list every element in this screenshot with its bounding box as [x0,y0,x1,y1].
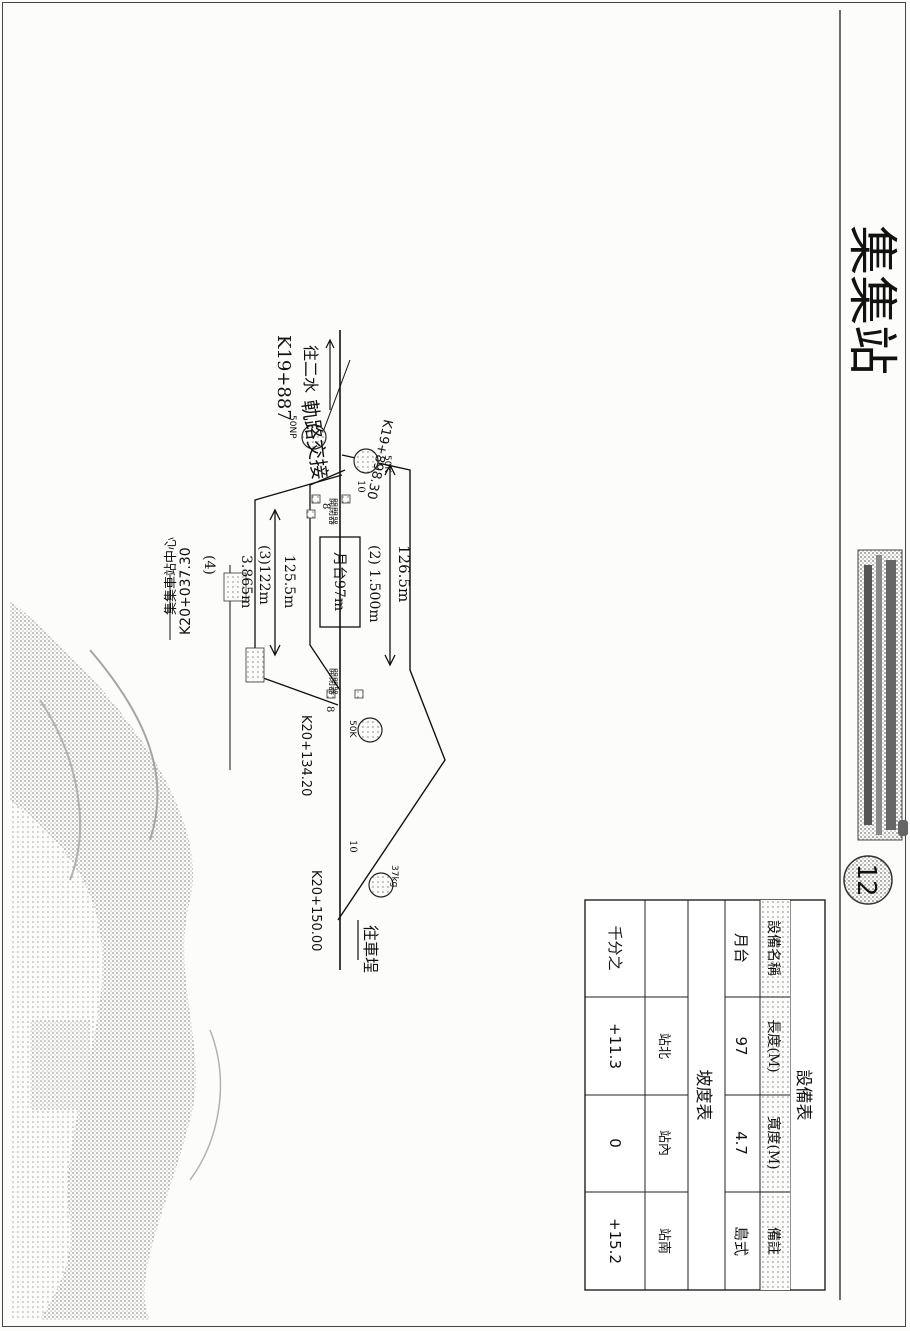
angle-label-4: 10 [347,840,358,853]
track-2 [337,454,446,921]
equip-header-width: 寬度(M) [765,1116,782,1169]
grad-cell-unit: 千分之 [606,925,624,970]
gradient-table-title: 坡度表 [693,1070,713,1121]
track-3-sub: 3.865m [238,555,254,608]
tables: 設備表 設備名稱 長度(M) 寬度(M) 備註 月台 97 4.7 島式 坡度表 [584,899,826,1291]
turnout-37kg [368,872,394,898]
turnout-50np [301,424,327,450]
equipment-boxes [223,494,364,699]
equip-header-length: 長度(M) [765,1019,781,1072]
header: 12 集集站 [839,10,908,1300]
shed-box-station [223,572,247,602]
track-upper-length: 126.5m [395,545,413,602]
platform [319,536,361,628]
grad-header-inside: 站內 [656,1130,671,1156]
grad-header-south: 站南 [656,1228,672,1254]
angle-label-3: 8 [324,706,335,712]
turnout-code-50k-mid: 50K [347,720,357,738]
angle-label-2: 8 [320,503,331,509]
turnout-code-50np: 50NP [287,415,297,439]
shed-label-left: 開閉器 [327,498,338,525]
angle-label-1: 10 [355,480,366,493]
equip-cell-name: 月台 [732,933,750,963]
turnout-markers [301,424,394,898]
turnout-50k-mid [357,717,383,743]
platform-label: 月台97m [331,552,347,611]
track-3-label: (3)122m [256,545,272,605]
dir-right: 往車埕 [361,925,380,973]
handwritten-km: K19+887 [273,335,294,421]
track-lower-length: 125.5m [281,555,297,608]
train-logo-icon [857,549,908,841]
center-km: K20+037.30 [178,547,194,635]
equip-header-note: 備註 [765,1227,781,1255]
equip-cell-width: 4.7 [732,1131,750,1155]
turnout-code-50k-left: 50K [382,455,392,473]
grad-cell-north: +11.3 [606,1023,624,1069]
center-marker: 集集車站中心 [163,537,179,615]
equip-cell-note: 島式 [732,1226,750,1256]
equipment-table-title: 設備表 [793,1070,813,1121]
equip-header-name: 設備名稱 [765,920,781,976]
station-number: 12 [851,863,881,896]
grad-cell-inside: 0 [606,1138,624,1148]
km-right: K20+150.00 [308,870,323,951]
track-3 [309,469,346,691]
station-title: 集集站 [843,225,901,375]
equip-cell-length: 97 [732,1036,750,1055]
grad-cell-south: +15.2 [606,1218,624,1264]
track-4-label: (4) [201,555,217,575]
km-mid: K20+134.20 [298,715,313,796]
shed-box-right [245,647,265,683]
dir-left: 往二水 [301,345,320,393]
turnout-code-37kg: 37kg [389,865,399,887]
track-2-label: (2) 1.500m [366,545,382,623]
track-4 [254,474,343,706]
shed-label-right: 開閉器 [327,668,338,695]
station-number-badge [843,855,893,905]
grad-header-north: 站北 [656,1033,671,1059]
turnout-50k-left [353,448,379,474]
background-photo [10,600,222,1320]
